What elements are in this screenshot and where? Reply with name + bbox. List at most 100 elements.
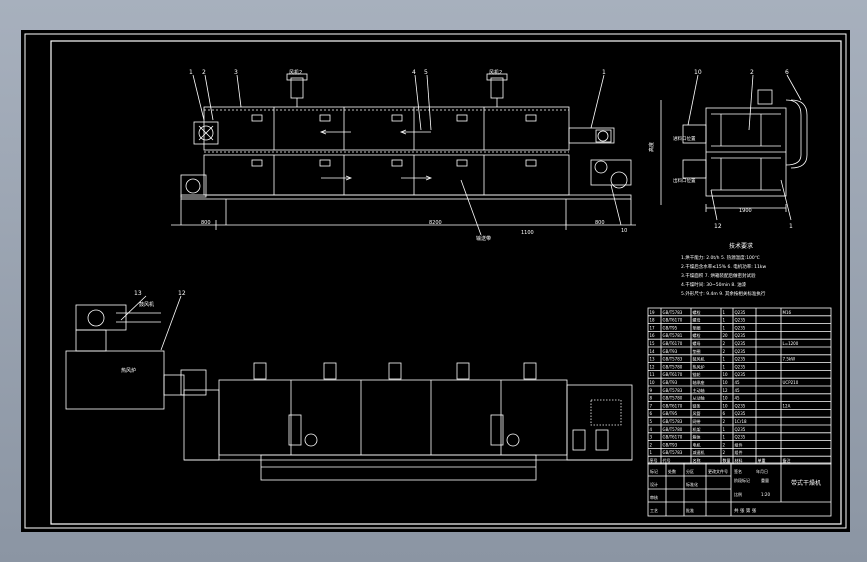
bom-cell: 2: [723, 419, 726, 424]
tb-r2c0: 审核: [650, 494, 658, 500]
bom-cell: 16: [650, 333, 656, 338]
bom-cell: 15: [650, 341, 656, 346]
cad-drawing: 1 2 3 4 5 1 风机2 风机2 800 8200 1100 800 输送…: [24, 33, 847, 529]
bom-cell: 12: [723, 388, 729, 393]
bom-cell: 5: [650, 419, 653, 424]
bom-cell: 1: [723, 325, 726, 330]
bom-cell: 热风炉: [693, 363, 705, 369]
callout-side-1: 1: [789, 223, 793, 230]
bom-cell: 14: [650, 349, 656, 354]
label-fan-left: 风机2: [289, 69, 302, 76]
bom-cell: GB/T5780: [663, 396, 683, 401]
bom-cell: 3: [650, 435, 653, 440]
bom-cell: 电机: [693, 441, 701, 447]
tb-r0c1: 处数: [668, 468, 676, 474]
bom-cell: 45: [735, 380, 741, 385]
bom-cell: 垫圈: [693, 348, 701, 354]
bom-cell: 轴承座: [693, 379, 705, 385]
bom-cell: 螺栓: [693, 309, 701, 315]
label-heater: 热风炉: [121, 367, 136, 374]
tech-line-4: 4.干燥时间: 30~50min 8. 油漆: [681, 281, 747, 288]
bom-cell: Q235: [735, 325, 746, 330]
bom-cell: 链条: [693, 402, 701, 408]
bom-cell: 7: [650, 403, 653, 408]
bom-cell: Q235: [735, 411, 746, 416]
bom-cell: GB/T5783: [663, 419, 683, 424]
tb-r0c2: 分区: [686, 468, 694, 474]
bom-cell: Q235: [735, 357, 746, 362]
dim-end: 800: [595, 220, 605, 226]
bom-cell: Q235: [735, 372, 746, 377]
callout-side-10: 10: [694, 69, 702, 76]
bom-cell: 10: [650, 380, 656, 385]
tb-r0c0: 标记: [650, 468, 658, 474]
bom-cell: 减速机: [693, 449, 705, 455]
tb-r1c0: 设计: [650, 481, 658, 487]
bom-cell: GB/T95: [663, 411, 678, 416]
bom-cell: 机架: [693, 426, 701, 432]
tb-sheet: 共 张 第 张: [734, 507, 757, 514]
bom-cell: 2: [723, 349, 726, 354]
tb-r0c3: 更改文件号: [708, 468, 728, 474]
bom-cell: 13: [650, 357, 656, 362]
tb-r0c5: 年月日: [756, 468, 768, 474]
bom-cell: GB/T6170: [663, 318, 683, 323]
cad-viewport[interactable]: 1 2 3 4 5 1 风机2 风机2 800 8200 1100 800 输送…: [21, 30, 850, 532]
bom-cell: 12A: [783, 403, 791, 408]
bom-cell: Q235: [735, 318, 746, 323]
bom-cell: Q235: [735, 310, 746, 315]
tech-line-5: 5.外形尺寸: 9.4m 9. 其余按相关标准执行: [681, 290, 766, 297]
bom-cell: 10: [723, 380, 729, 385]
bom-cell: 2: [650, 442, 653, 447]
callout-lower-13: 13: [134, 290, 142, 297]
bom-cell: 7.5kW: [783, 357, 796, 362]
bom-cell: Q235: [735, 403, 746, 408]
dim-left: 800: [201, 220, 211, 226]
bom-cell: Q235: [735, 427, 746, 432]
bom-cell: 风管: [693, 410, 701, 416]
tb-weight: 重量: [761, 477, 769, 483]
bom-cell: Q235: [735, 333, 746, 338]
bom-cell: GB/T5783: [663, 388, 683, 393]
bom-cell: 1: [650, 450, 653, 455]
bom-cell: 1: [723, 427, 726, 432]
bom-cell: 8: [650, 396, 653, 401]
bom-cell: 鼓风机: [693, 356, 705, 362]
bom-cell: 组件: [735, 441, 743, 447]
bom-cell: 1: [723, 357, 726, 362]
bom-cell: 45: [735, 396, 741, 401]
bom-cell: GB/T93: [663, 349, 678, 354]
bom-cell: 20: [723, 333, 729, 338]
callout-main-4: 4: [412, 69, 416, 76]
callout-side-12: 12: [714, 223, 722, 230]
label-bottom-right: 10: [621, 228, 627, 234]
bom-header-cell: 材料: [735, 457, 743, 463]
callout-main-5: 5: [424, 69, 428, 76]
callout-main-6: 1: [602, 69, 606, 76]
bom-header-cell: 序号: [650, 457, 658, 463]
bom-cell: GB/T6170: [663, 435, 683, 440]
bom-header-cell: 备注: [783, 457, 791, 463]
bom-cell: 18: [650, 318, 656, 323]
callout-main-2: 2: [202, 69, 206, 76]
dim-side-width: 1900: [739, 208, 752, 214]
tb-scale-value: 1:20: [761, 492, 770, 497]
bom-cell: 箱体: [693, 434, 701, 440]
bom-cell: GB/T6170: [663, 403, 683, 408]
bom-cell: Q235: [735, 435, 746, 440]
bom-cell: 组件: [735, 449, 743, 455]
bom-cell: 10: [723, 372, 729, 377]
tb-stage: 阶段标记: [734, 477, 750, 483]
bom-cell: GB/T93: [663, 442, 678, 447]
bom-cell: GB/T5781: [663, 333, 683, 338]
bom-cell: 12: [650, 364, 656, 369]
side-view: [660, 74, 808, 221]
label-fan: 鼓风机: [139, 301, 154, 308]
bom-cell: M16: [783, 310, 792, 315]
bom-cell: 10: [723, 403, 729, 408]
label-lower-box: 出料口位置: [673, 177, 696, 184]
lower-view: [65, 295, 633, 481]
bom-cell: 45: [735, 388, 741, 393]
bom-cell: 4: [650, 427, 653, 432]
bom-cell: 1: [723, 364, 726, 369]
